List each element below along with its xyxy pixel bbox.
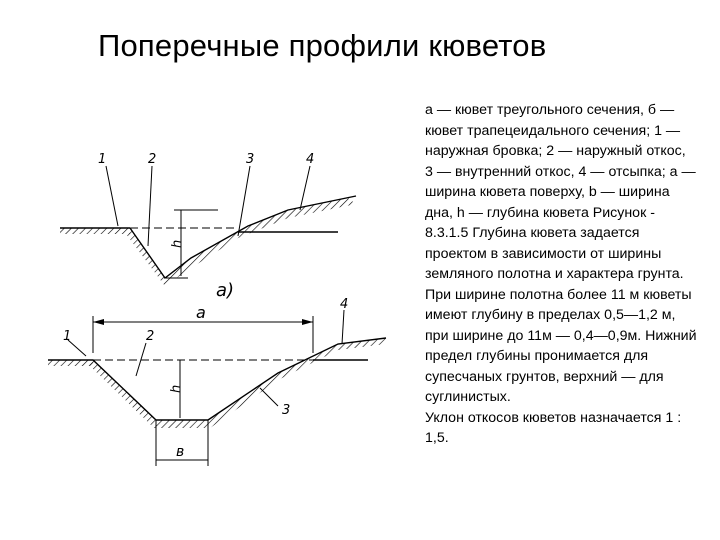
label-4-bottom: 4	[340, 297, 348, 312]
label-b-width: в	[176, 444, 184, 460]
triangular-ditch-profile	[60, 165, 357, 286]
label-2-bottom: 2	[146, 329, 154, 344]
description-block: а — кювет треугольного сечения, б — кюве…	[425, 100, 697, 449]
label-1-top: 1	[98, 152, 106, 167]
trapezoidal-ditch-profile	[48, 309, 387, 466]
label-2-top: 2	[148, 152, 156, 167]
slide-title: Поперечные профили кюветов	[98, 28, 547, 63]
label-1-bottom: 1	[63, 329, 71, 344]
ditch-outline	[129, 195, 357, 280]
ground-hatch-slope	[126, 198, 356, 286]
bottom-hatch-ditch	[88, 338, 386, 428]
label-3-top: 3	[246, 152, 254, 167]
description-text: а — кювет треугольного сечения, б — кюве…	[425, 102, 697, 405]
label-h-bottom: h	[169, 385, 184, 393]
ground-hatch-left	[60, 228, 130, 234]
label-a-width: a	[196, 303, 206, 322]
bottom-hatch-left	[48, 360, 93, 366]
label-h-top: h	[170, 240, 185, 248]
ditch-profiles-diagram: 1 2 3 4 h а) 1 2 4 3 a h в	[48, 152, 387, 466]
label-3-bottom: 3	[282, 403, 290, 418]
caption-a: а)	[216, 280, 234, 301]
label-4-top: 4	[306, 152, 314, 167]
slope-note: Уклон откосов кюветов назначается 1 : 1,…	[425, 409, 682, 447]
